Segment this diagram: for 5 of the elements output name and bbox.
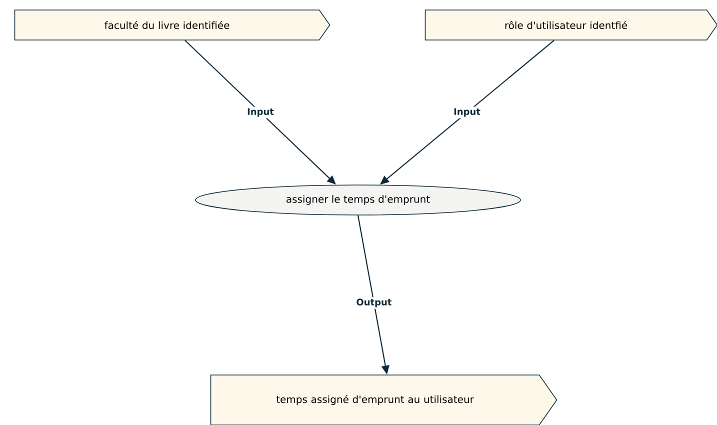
edge-label: Output (354, 297, 394, 309)
edge-label: Input (452, 106, 482, 118)
arrow-box: temps assigné d'emprunt au utilisateur (210, 374, 558, 425)
arrow-box: rôle d'utilisateur identfié (424, 10, 717, 40)
edge-label: Input (246, 106, 276, 118)
